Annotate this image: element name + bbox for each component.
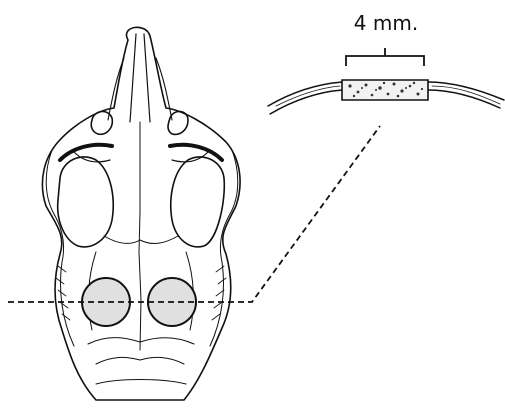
occipital-line	[96, 380, 186, 385]
zygoma-left	[60, 145, 112, 160]
nasal-bone-right	[144, 34, 150, 122]
snout-side-right	[156, 58, 172, 120]
sagittal-suture	[139, 122, 141, 350]
skull-drawing	[42, 27, 240, 400]
nasal-bone-left	[130, 34, 136, 122]
orbit-left	[58, 157, 114, 247]
interparietal-suture	[96, 357, 184, 364]
foramen-right	[168, 111, 188, 134]
implant-plug	[342, 80, 428, 100]
section-line	[8, 126, 380, 302]
measurement-label: 4 mm.	[354, 11, 418, 35]
hatching-right	[212, 266, 226, 320]
lambdoid-suture	[88, 338, 194, 344]
orbit-right	[171, 157, 225, 247]
coronal-suture	[104, 236, 178, 243]
measurement-bracket	[346, 48, 424, 66]
